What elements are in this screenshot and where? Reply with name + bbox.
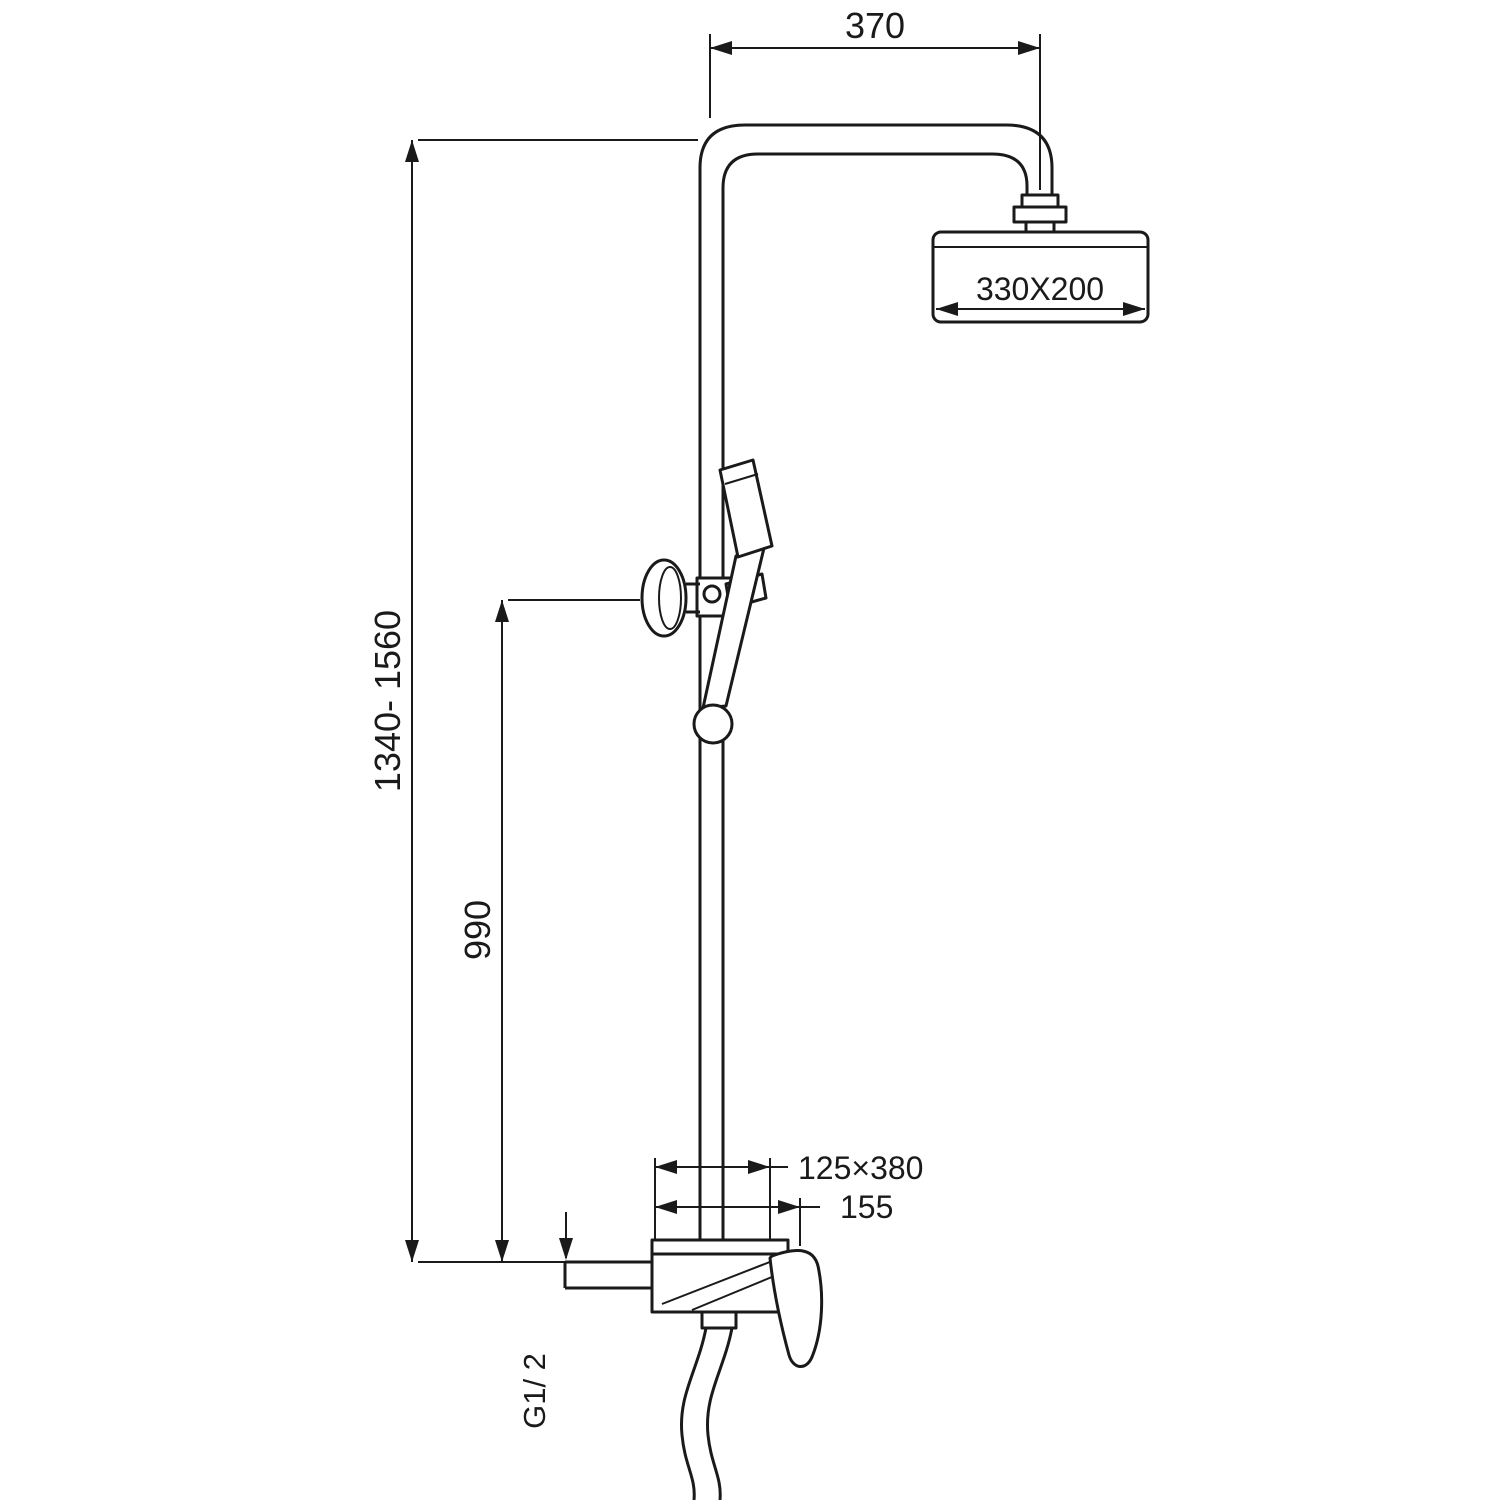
mixer-spout — [563, 1260, 652, 1290]
riser-pipe-and-arm — [698, 123, 1054, 1248]
dimension-spout-thread: G1/ 2 — [517, 1212, 573, 1429]
dimension-head-size: 330X200 — [936, 271, 1145, 316]
overhead-shower-head — [931, 230, 1150, 324]
hand-shower-ring — [692, 703, 734, 745]
dimension-mixer-handle-width: 155 — [655, 1189, 893, 1246]
dimension-arm-width: 370 — [709, 5, 1041, 190]
dimension-mixer-width: 125×380 — [654, 1150, 923, 1240]
mixer-body — [650, 1238, 790, 1314]
dim-370-label: 370 — [845, 5, 905, 46]
dim-155-label: 155 — [840, 1189, 893, 1225]
mixer-handle — [768, 1249, 824, 1368]
dim-height-range-label: 1340- 1560 — [367, 610, 408, 792]
hand-shower-handle — [701, 546, 766, 710]
hand-shower — [692, 458, 774, 745]
dim-thread-label: G1/ 2 — [517, 1353, 552, 1429]
shower-hose — [679, 1310, 738, 1500]
dimension-total-height: 1340- 1560 — [367, 139, 698, 1263]
dimension-holder-height: 990 — [457, 599, 640, 1262]
hand-shower-head — [718, 458, 774, 559]
dim-head-size-label: 330X200 — [976, 271, 1104, 307]
dim-mixer-width-label: 125×380 — [798, 1150, 923, 1186]
dim-990-label: 990 — [457, 900, 498, 960]
head-connector-nut — [1012, 193, 1068, 234]
